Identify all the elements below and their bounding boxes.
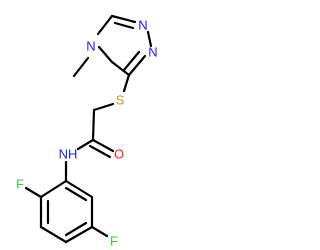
atom-n-methyl: N [86,39,95,54]
bond-c5-n4 [97,45,114,64]
molecule-structure: N N N S O NH F F [16,14,158,249]
atom-nh: NH [59,147,78,162]
bond-carbonyl-o-double [88,144,112,159]
benzene-ring [24,179,109,244]
triazole-ring [72,14,153,78]
bond-c6-c1 [64,179,94,199]
bond-n4-methyl [72,56,90,78]
bond-c5-s [122,73,131,93]
bond-carbonyl-nh [76,138,95,151]
atom-n-triazole-right: N [148,45,157,60]
bond-c5-f [90,225,109,238]
structure-canvas: N N N S O NH F F [16,14,158,249]
atom-n-triazole-top: N [138,18,147,33]
bond-c5-n4-b [110,60,131,77]
bond-n1-c5-double [122,50,141,72]
atom-s: S [116,93,125,108]
bond-s-ch2 [92,102,115,112]
bond-c4-c5 [64,225,94,244]
bond-c1-c2 [39,179,68,199]
atom-labels: N N N S O NH F F [16,18,158,249]
bond-c4-c5-double [64,221,88,237]
bond-c6-c1-double [64,186,88,202]
bond-c3-n2 [110,14,137,24]
atom-f-ortho: F [16,177,24,192]
bond-carbonyl-o [91,138,115,153]
bond-n2-n1 [146,30,153,48]
bond-c3-n2-double [113,21,135,30]
bond-c2-f [24,186,43,199]
atom-f-meta: F [110,234,118,249]
bond-n4-c3 [96,14,114,36]
bond-n1-c5 [127,54,147,77]
bond-ch2-carbonyl [91,108,96,142]
side-chain [64,73,131,183]
bond-c3-c4 [39,225,68,244]
atom-o: O [114,147,124,162]
